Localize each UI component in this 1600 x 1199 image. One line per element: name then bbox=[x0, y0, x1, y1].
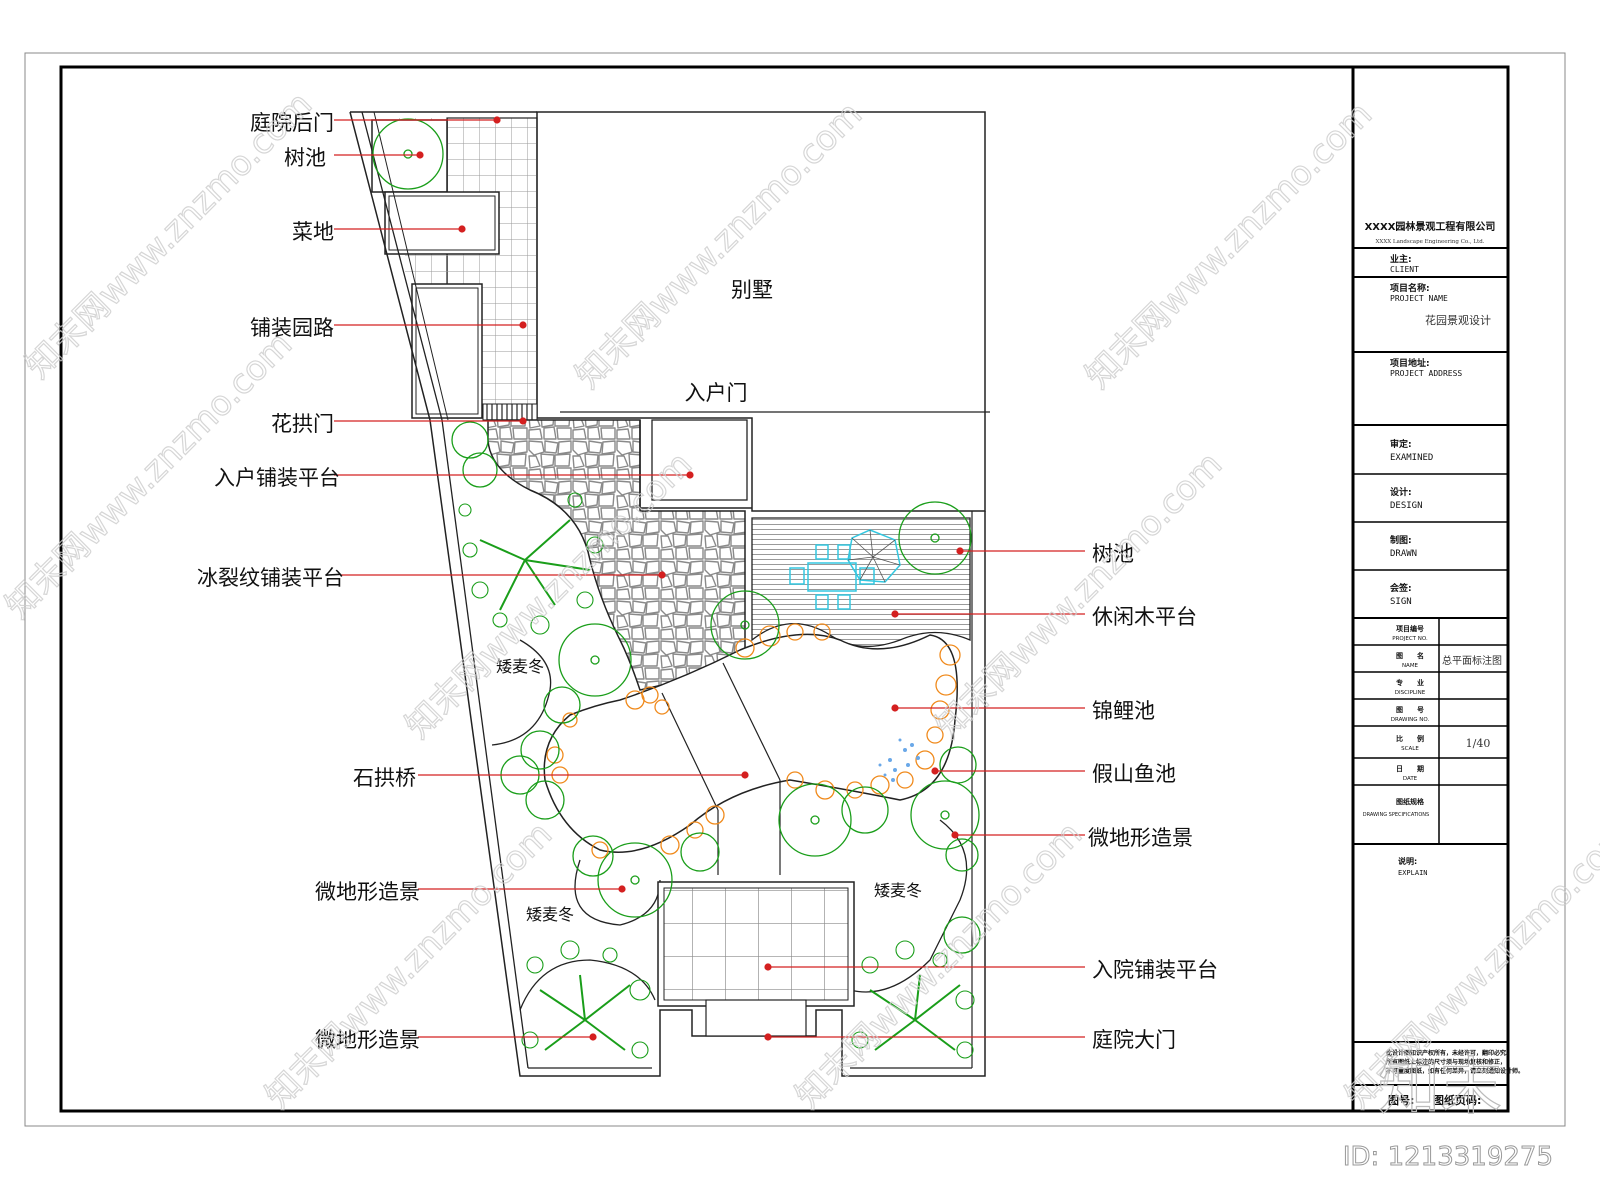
page-number-label: 图纸页码: bbox=[1433, 1093, 1481, 1107]
ground-cover-label: 矮麦冬 bbox=[874, 881, 922, 900]
svg-text:项目地址:: 项目地址: bbox=[1390, 357, 1430, 369]
svg-text:DESIGN: DESIGN bbox=[1390, 501, 1423, 511]
stone-arch-bridge bbox=[661, 662, 781, 811]
ground-cover-label: 矮麦冬 bbox=[496, 657, 544, 676]
callout-courtyard-gate: 庭院大门 bbox=[1092, 1028, 1176, 1052]
company-name-cn: XXXX园林景观工程有限公司 bbox=[1365, 220, 1496, 233]
svg-text:日 期: 日 期 bbox=[1396, 764, 1424, 773]
drawing-spec-en: DRAWING SPECIFICATIONS bbox=[1363, 812, 1429, 818]
callout-paved-path: 铺装园路 bbox=[250, 316, 334, 340]
crack-pattern-paving bbox=[487, 419, 746, 691]
image-id: ID: 1213319275 bbox=[1343, 1142, 1553, 1172]
trees bbox=[372, 118, 981, 954]
svg-text:知末网www.znzmo.com: 知末网www.znzmo.com bbox=[1078, 94, 1380, 396]
callout-micro-terrain: 微地形造景 bbox=[315, 880, 420, 904]
callout-leisure-deck: 休闲木平台 bbox=[1092, 605, 1197, 629]
callout-micro-terrain: 微地形造景 bbox=[1088, 826, 1193, 850]
tree-pool-top bbox=[371, 119, 448, 193]
svg-text:DISCIPLINE: DISCIPLINE bbox=[1395, 690, 1426, 696]
svg-text:DRAWING NO.: DRAWING NO. bbox=[1391, 717, 1430, 723]
svg-text:设计:: 设计: bbox=[1390, 486, 1412, 498]
deciduous-trees bbox=[479, 519, 961, 1051]
svg-text:制图:: 制图: bbox=[1390, 534, 1412, 546]
title-block bbox=[1353, 247, 1508, 1086]
shrub-circles bbox=[458, 492, 975, 1059]
site-boundary bbox=[349, 111, 986, 1077]
svg-text:比 例: 比 例 bbox=[1396, 734, 1424, 743]
umbrella-icon bbox=[847, 529, 901, 583]
courtyard-gate bbox=[705, 999, 807, 1037]
callout-stone-bridge: 石拱桥 bbox=[353, 766, 416, 790]
svg-text:业主:: 业主: bbox=[1390, 253, 1412, 265]
svg-text:EXAMINED: EXAMINED bbox=[1390, 453, 1433, 463]
svg-text:CLIENT: CLIENT bbox=[1390, 265, 1419, 274]
svg-text:SIGN: SIGN bbox=[1390, 597, 1412, 607]
entry-door-label: 入户门 bbox=[685, 381, 748, 405]
callout-tree-pool: 树池 bbox=[1092, 542, 1134, 566]
callout-rockery-pond: 假山鱼池 bbox=[1092, 762, 1176, 786]
inner-frame bbox=[59, 65, 1510, 1113]
svg-text:SCALE: SCALE bbox=[1401, 746, 1419, 752]
callout-flower-arch: 花拱门 bbox=[271, 412, 334, 436]
svg-text:DRAWN: DRAWN bbox=[1390, 549, 1417, 559]
notice-line: 此设计图知识产权所有，未经许可，翻印必究。 bbox=[1386, 1049, 1512, 1057]
svg-text:项目名称:: 项目名称: bbox=[1390, 282, 1430, 294]
callout-micro-terrain: 微地形造景 bbox=[315, 1028, 420, 1052]
rockery-rocks bbox=[546, 623, 961, 859]
callout-entry-platform: 入户铺装平台 bbox=[214, 466, 340, 490]
svg-text:DATE: DATE bbox=[1403, 776, 1418, 782]
callout-courtyard-paving: 入院铺装平台 bbox=[1092, 958, 1218, 982]
svg-text:图纸规格: 图纸规格 bbox=[1396, 797, 1425, 806]
svg-text:PROJECT NO.: PROJECT NO. bbox=[1392, 636, 1428, 642]
svg-text:审定:: 审定: bbox=[1390, 438, 1412, 450]
koi-pond bbox=[543, 633, 958, 853]
callout-backyard-gate: 庭院后门 bbox=[250, 111, 334, 135]
patio-furniture bbox=[789, 529, 901, 610]
callout-tree-pool: 树池 bbox=[284, 146, 326, 170]
svg-text:NAME: NAME bbox=[1402, 663, 1419, 669]
svg-text:PROJECT NAME: PROJECT NAME bbox=[1390, 294, 1448, 303]
notice-line: 不可量度图纸，如有任何差异，请立刻通知设计师。 bbox=[1386, 1067, 1524, 1075]
svg-text:专 业: 专 业 bbox=[1396, 678, 1424, 687]
svg-text:PROJECT ADDRESS: PROJECT ADDRESS bbox=[1390, 369, 1462, 378]
svg-text:说明:: 说明: bbox=[1398, 856, 1417, 866]
site-plan: 别墅 入户门 矮麦冬 矮麦冬 矮麦冬 bbox=[349, 111, 990, 1077]
svg-text:图 号: 图 号 bbox=[1396, 705, 1424, 714]
leader-lines-left bbox=[334, 116, 749, 1041]
company-name-en: XXXX Landscape Engineering Co., Ltd. bbox=[1376, 239, 1485, 245]
vegetable-bed bbox=[384, 191, 500, 255]
leader-lines-right bbox=[764, 547, 1085, 1041]
svg-text:图 名: 图 名 bbox=[1396, 651, 1424, 660]
project-name-value: 花园景观设计 bbox=[1425, 314, 1491, 327]
callout-koi-pond: 锦鲤池 bbox=[1092, 699, 1155, 723]
title-block-text: XXXX园林景观工程有限公司 XXXX Landscape Engineerin… bbox=[1363, 220, 1524, 1107]
callouts-left: 庭院后门 树池 菜地 铺装园路 花拱门 入户铺装平台 冰裂纹铺装平台 石拱桥 微… bbox=[197, 111, 420, 1052]
entry-door-block bbox=[651, 419, 748, 501]
callout-vegetable-plot: 菜地 bbox=[292, 220, 334, 244]
scale-value: 1/40 bbox=[1466, 737, 1491, 750]
rockery-fountain bbox=[878, 738, 920, 782]
villa-label: 别墅 bbox=[731, 278, 773, 302]
svg-text:项目编号: 项目编号 bbox=[1396, 624, 1424, 633]
svg-text:EXPLAIN: EXPLAIN bbox=[1398, 869, 1428, 877]
ground-cover-label: 矮麦冬 bbox=[526, 905, 574, 924]
outer-frame bbox=[24, 52, 1566, 1127]
watermark-logo: 知末 bbox=[1378, 1050, 1502, 1123]
svg-text:会签:: 会签: bbox=[1390, 582, 1412, 594]
notice-line: 所有图纸上标注的尺寸须与现场复核和修正， bbox=[1386, 1058, 1506, 1066]
drawing-name-value: 总平面标注图 bbox=[1442, 654, 1502, 667]
callout-crack-paving: 冰裂纹铺装平台 bbox=[197, 566, 344, 590]
drawing-number-label: 图号: bbox=[1388, 1094, 1414, 1107]
callouts-right: 树池 休闲木平台 锦鲤池 假山鱼池 微地形造景 入院铺装平台 庭院大门 bbox=[1088, 542, 1218, 1052]
leisure-deck bbox=[751, 517, 971, 648]
